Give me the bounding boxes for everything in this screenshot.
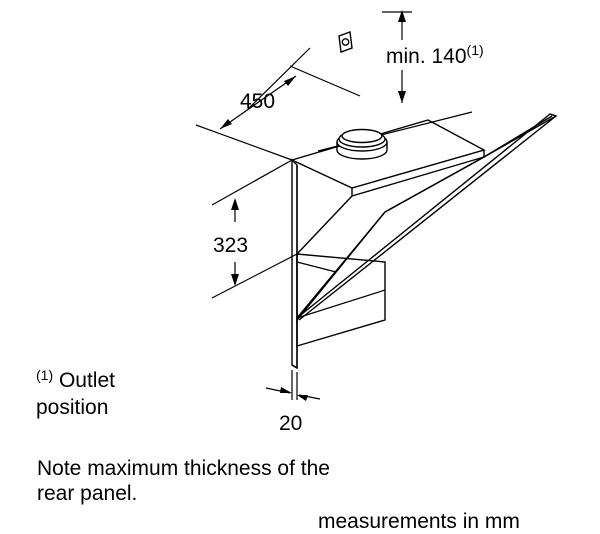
- height-value: 323: [213, 234, 248, 257]
- outlet-cylinder: [336, 128, 388, 160]
- units-label: measurements in mm: [318, 510, 520, 533]
- hood-body: [290, 111, 558, 370]
- outlet-square-icon: [338, 31, 353, 53]
- width-value: 450: [240, 90, 275, 113]
- outlet-value: min. 140(1): [386, 42, 484, 68]
- height-dimension: 323: [211, 159, 298, 299]
- outlet-dimension: min. 140(1): [382, 10, 484, 103]
- thickness-value: 20: [279, 412, 302, 435]
- thickness-dimension: 20: [265, 370, 321, 435]
- width-dimension: 450: [195, 47, 361, 161]
